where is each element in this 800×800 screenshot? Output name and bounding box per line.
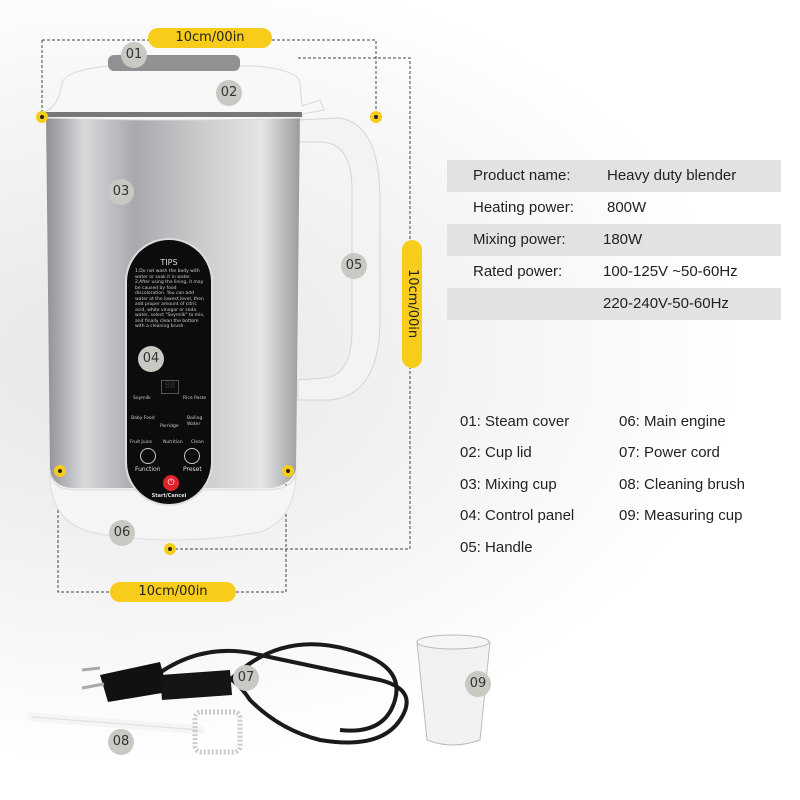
preset-label: Preset	[183, 466, 202, 473]
dimension-dot	[164, 543, 176, 555]
part-item: 08: Cleaning brush	[619, 476, 745, 493]
part-item: 07: Power cord	[619, 444, 720, 461]
cup-lid	[43, 65, 325, 121]
spec-label: Product name:	[473, 167, 571, 184]
part-item: 03: Mixing cup	[460, 476, 557, 493]
accessories-illustration	[27, 634, 491, 755]
power-plug	[100, 662, 168, 702]
digital-display: 88	[161, 380, 179, 394]
top-dimension-label: 10cm/00in	[148, 28, 272, 48]
clean-button[interactable]: Clean	[191, 440, 204, 445]
spec-label: Mixing power:	[473, 231, 566, 248]
marker-control-panel: 04	[138, 346, 164, 372]
spec-value: 180W	[603, 231, 643, 248]
power-cord	[148, 642, 409, 745]
measuring-cup	[416, 634, 491, 746]
nutrition-button[interactable]: Nutrition	[163, 440, 183, 445]
tips-text: 1.Do not wash the body with water or soa…	[135, 269, 205, 329]
marker-measuring-cup: 09	[465, 671, 491, 697]
dimension-dot	[282, 465, 294, 477]
marker-power-cord: 07	[233, 665, 259, 691]
function-icon[interactable]	[140, 448, 156, 464]
marker-cleaning-brush: 08	[108, 729, 134, 755]
part-item: 06: Main engine	[619, 413, 726, 430]
marker-handle: 05	[341, 253, 367, 279]
side-dimension-label: 10cm/00in	[402, 240, 422, 368]
marker-cup-lid: 02	[216, 80, 242, 106]
spec-row: Rated power: 100-125V ~50-60Hz	[447, 256, 781, 288]
dimension-dot	[370, 111, 382, 123]
spec-value: 100-125V ~50-60Hz	[603, 263, 738, 280]
preset-icon[interactable]	[184, 448, 200, 464]
cleaning-brush	[27, 709, 243, 755]
porridge-button[interactable]: Porridge	[160, 424, 179, 429]
start-cancel-label: Start/Cancel	[151, 493, 187, 499]
rice-paste-button[interactable]: Rice Paste	[183, 396, 207, 401]
fruit-juice-button[interactable]: Fruit Juice	[130, 440, 153, 445]
spec-label: Rated power:	[473, 263, 563, 280]
handle	[297, 117, 381, 401]
part-item: 05: Handle	[460, 539, 533, 556]
boiling-water-button[interactable]: Boiling Water	[187, 416, 203, 427]
spec-value: 800W	[607, 199, 647, 216]
part-item: 04: Control panel	[460, 507, 575, 524]
power-icon[interactable]: ⏻	[163, 475, 179, 491]
soymilk-button[interactable]: Soymilk	[133, 396, 151, 401]
tips-title: TIPS	[160, 258, 178, 267]
part-item: 01: Steam cover	[460, 413, 570, 430]
marker-mixing-cup: 03	[108, 179, 134, 205]
spec-row: Mixing power: 180W	[447, 224, 781, 256]
control-panel: TIPS 1.Do not wash the body with water o…	[125, 238, 213, 506]
part-item: 02: Cup lid	[460, 444, 532, 461]
part-item: 09: Measuring cup	[619, 507, 743, 524]
spec-row: Heating power: 800W	[447, 192, 781, 224]
baby-food-button[interactable]: Baby Food	[131, 416, 155, 421]
marker-steam-cover: 01	[121, 42, 147, 68]
marker-main-engine: 06	[109, 520, 135, 546]
spec-value: 220-240V-50-60Hz	[603, 295, 729, 312]
spec-row: Product name: Heavy duty blender	[447, 160, 781, 192]
spec-label: Heating power:	[473, 199, 574, 216]
dimension-dot	[54, 465, 66, 477]
dimension-dot	[36, 111, 48, 123]
function-label: Function	[135, 466, 161, 473]
spec-value: Heavy duty blender	[607, 167, 737, 184]
spec-row: 220-240V-50-60Hz	[447, 288, 781, 320]
bottom-dimension-label: 10cm/00in	[110, 582, 236, 602]
